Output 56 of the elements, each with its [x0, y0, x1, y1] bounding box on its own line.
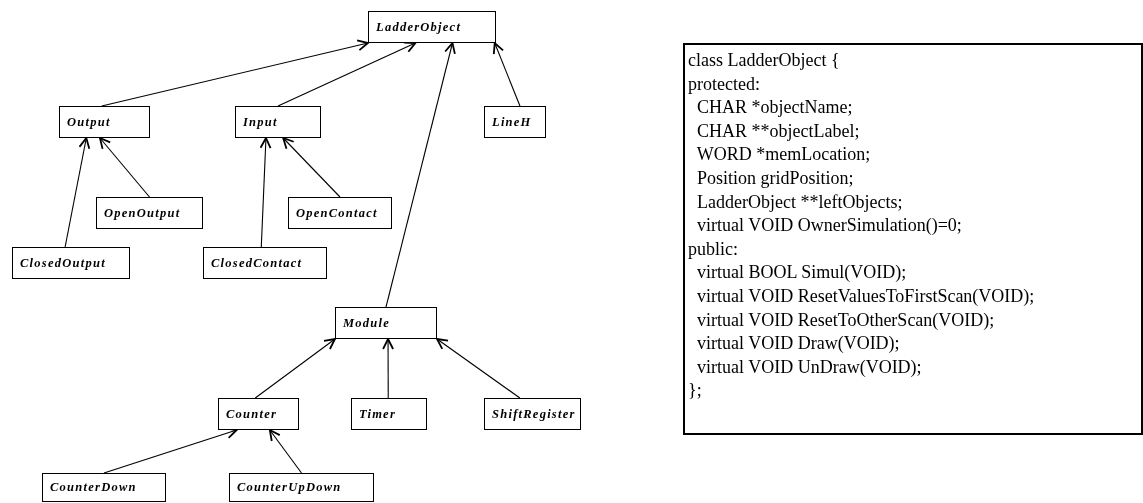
code-line: LadderObject **leftObjects;	[696, 190, 903, 214]
class-name: Module	[343, 314, 391, 332]
class-box	[96, 197, 203, 229]
code-line: WORD *memLocation;	[695, 143, 871, 167]
inheritance-arrow	[492, 42, 521, 107]
inheritance-arrow	[259, 137, 272, 248]
code-line: CHAR **objectLabel;	[696, 119, 860, 143]
code-line: class LadderObject {	[688, 49, 840, 72]
code-line: public:	[688, 237, 738, 261]
class-box	[59, 106, 150, 138]
code-line: virtual VOID Draw(VOID);	[696, 332, 900, 356]
class-box	[335, 307, 437, 339]
class-name: LineH	[492, 113, 532, 131]
class-name: ClosedContact	[211, 254, 303, 272]
code-line: virtual VOID ResetToOtherScan(VOID);	[696, 308, 995, 332]
code-line: virtual VOID OwnerSimulation()=0;	[696, 214, 962, 238]
class-box	[203, 247, 327, 279]
inheritance-arrow	[277, 41, 417, 107]
inheritance-arrow	[436, 338, 521, 399]
class-box	[368, 11, 496, 43]
code-line: virtual BOOL Simul(VOID);	[696, 261, 907, 285]
inheritance-arrow	[99, 137, 151, 198]
inheritance-arrow	[282, 137, 341, 198]
code-listing-box	[683, 43, 1143, 435]
code-line: protected:	[688, 72, 760, 96]
code-line: virtual VOID UnDraw(VOID);	[696, 355, 922, 379]
code-line: CHAR *objectName;	[696, 96, 853, 120]
code-line: Position gridPosition;	[696, 166, 854, 190]
class-box	[288, 197, 392, 229]
class-name: OpenContact	[296, 204, 378, 222]
inheritance-arrow	[101, 39, 369, 107]
class-box	[218, 398, 299, 430]
class-box	[42, 473, 166, 502]
code-line: };	[688, 379, 702, 403]
inheritance-arrow	[254, 338, 336, 399]
class-name: Input	[243, 113, 278, 131]
class-box	[235, 106, 321, 138]
class-name: Output	[67, 113, 111, 131]
inheritance-arrow	[64, 137, 91, 248]
class-name: LadderObject	[376, 18, 462, 36]
class-name: ShiftRegister	[492, 405, 576, 423]
class-box	[229, 473, 374, 502]
class-box	[484, 398, 581, 430]
class-name: CounterDown	[50, 479, 137, 497]
inheritance-arrow	[385, 42, 456, 308]
class-name: Timer	[359, 405, 397, 423]
class-name: Counter	[226, 405, 278, 423]
inheritance-arrow	[268, 429, 303, 474]
class-name: CounterUpDown	[237, 479, 342, 497]
class-box	[351, 398, 427, 430]
class-name: OpenOutput	[104, 204, 181, 222]
class-box	[484, 106, 546, 138]
class-name: ClosedOutput	[20, 254, 106, 272]
inheritance-arrow	[382, 338, 394, 399]
class-box	[12, 247, 130, 279]
code-line: virtual VOID ResetValuesToFirstScan(VOID);	[696, 284, 1035, 308]
